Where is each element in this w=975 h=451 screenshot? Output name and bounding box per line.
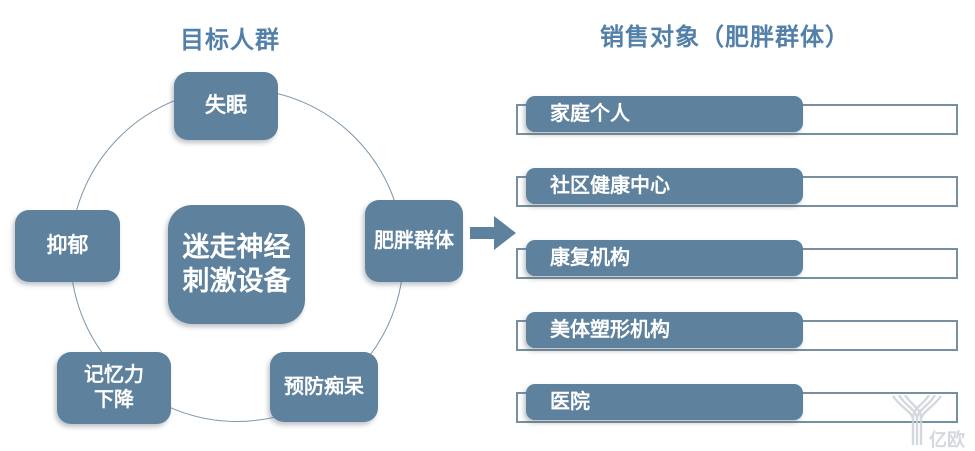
node-dementia-prevention: 预防痴呆: [270, 352, 378, 422]
list-item-label: 社区健康中心: [526, 168, 803, 204]
list-item: 医院: [516, 384, 958, 426]
node-memory-decline: 记忆力 下降: [57, 352, 171, 424]
node-depression: 抑郁: [15, 210, 120, 282]
right-section-title: 销售对象（肥胖群体）: [600, 24, 850, 51]
node-insomnia: 失眠: [174, 72, 278, 140]
list-item-label: 康复机构: [526, 240, 803, 276]
node-obese-group: 肥胖群体: [365, 200, 463, 282]
list-item: 康复机构: [516, 240, 958, 282]
watermark-logo-icon: 亿欧: [892, 395, 965, 449]
list-item: 美体塑形机构: [516, 312, 958, 354]
left-section-title: 目标人群: [180, 27, 280, 54]
arrow-right-icon: [470, 216, 516, 250]
list-item-label: 美体塑形机构: [526, 312, 803, 348]
list-item: 社区健康中心: [516, 168, 958, 210]
list-item: 家庭个人: [516, 96, 958, 138]
list-item-label: 家庭个人: [526, 96, 803, 132]
list-item-label: 医院: [526, 384, 803, 420]
node-vagus-nerve-device: 迷走神经 刺激设备: [168, 205, 305, 324]
watermark-text: 亿欧: [929, 429, 965, 449]
